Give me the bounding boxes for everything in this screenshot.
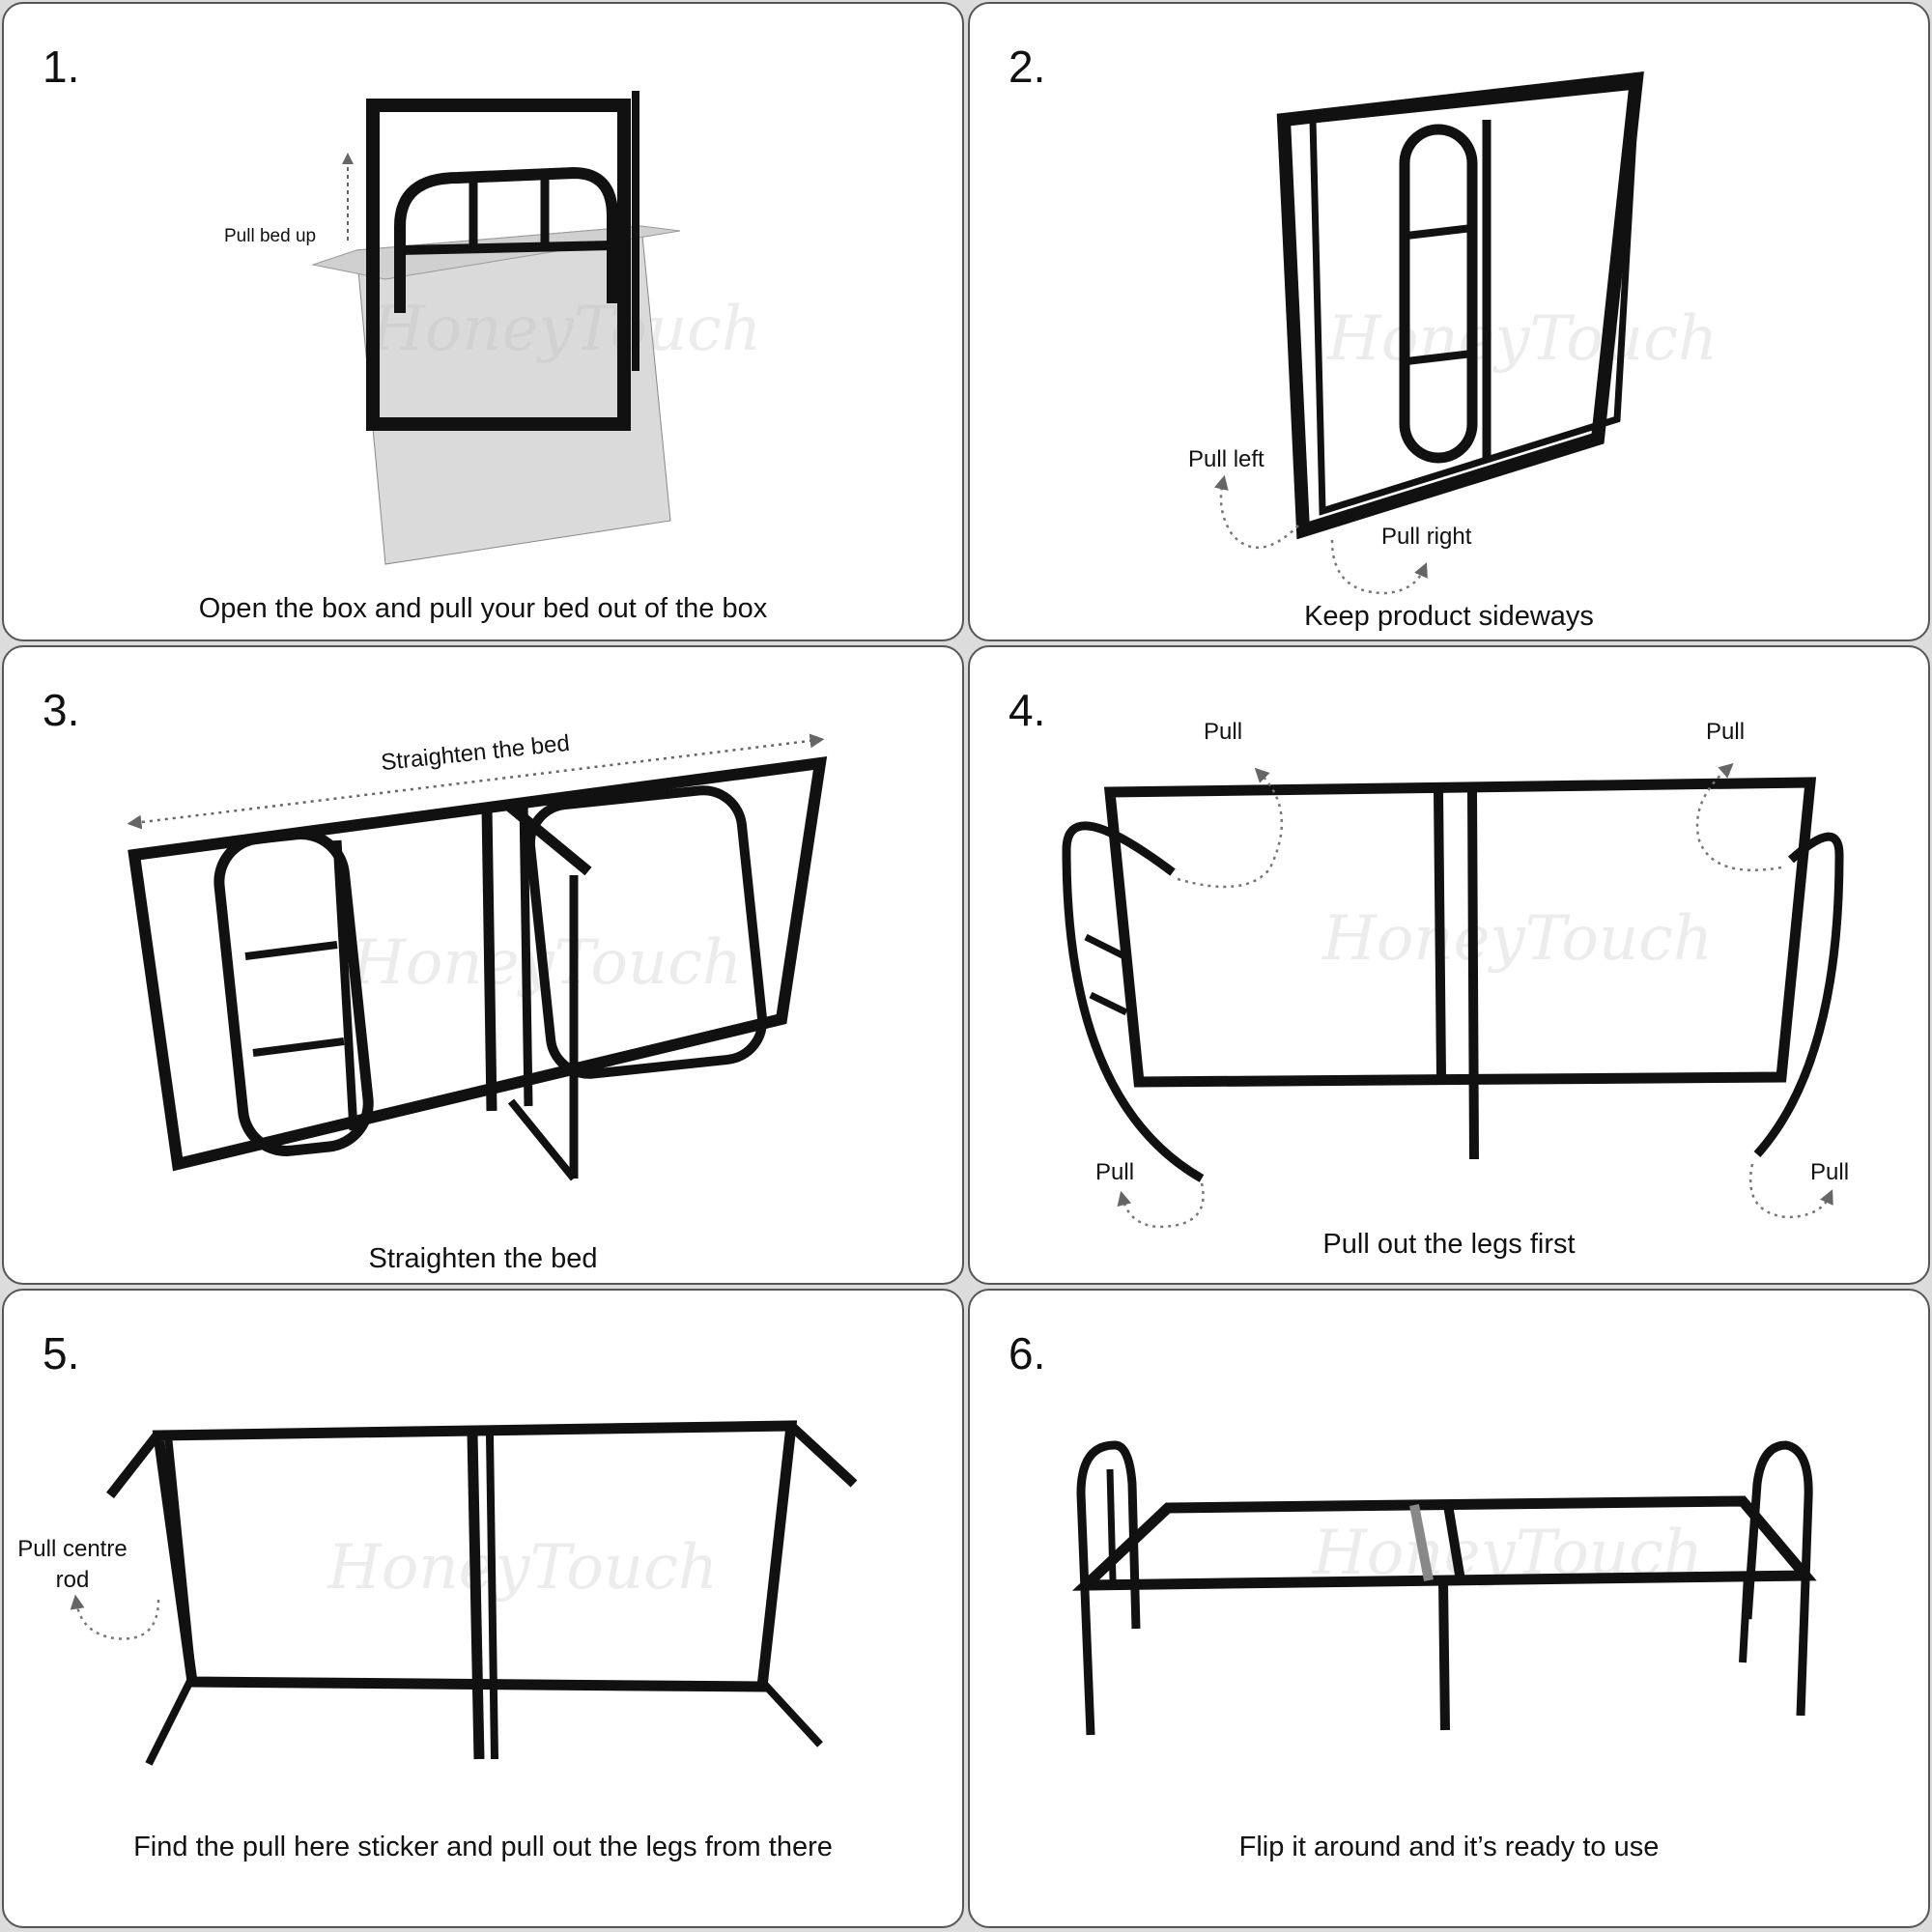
step-3-panel: 3. HoneyTouch Straighten the bed Straigh… xyxy=(2,645,964,1285)
bed-straighten-illustration xyxy=(127,733,828,1181)
bed-centre-rod-illustration xyxy=(70,1420,858,1766)
step-number: 1. xyxy=(43,42,80,92)
step-5-panel: 5. HoneyTouch Pull centre rod Find the p… xyxy=(2,1289,964,1928)
watermark: HoneyTouch xyxy=(1322,903,1714,975)
bed-sideways-illustration xyxy=(1213,71,1644,595)
step-caption: Keep product sideways xyxy=(1304,601,1594,632)
step-caption: Find the pull here sticker and pull out … xyxy=(133,1832,833,1862)
bed-ready-illustration xyxy=(1071,1440,1817,1736)
pull-label-bottom-right: Pull xyxy=(1810,1159,1850,1185)
step-caption: Straighten the bed xyxy=(368,1243,598,1274)
step-caption: Flip it around and it’s ready to use xyxy=(1238,1832,1660,1862)
step-6-panel: 6. HoneyTouch Flip it around and it’s re… xyxy=(968,1289,1930,1928)
pull-left-label: Pull left xyxy=(1188,446,1264,472)
step-number: 5. xyxy=(43,1328,80,1378)
pull-centre-label-line1: Pull centre xyxy=(17,1536,128,1562)
watermark: HoneyTouch xyxy=(1327,303,1719,375)
pull-bed-up-label: Pull bed up xyxy=(224,226,317,246)
step-number: 3. xyxy=(43,685,80,735)
step-2-panel: 2. HoneyTouch Pull left Pull right Keep … xyxy=(968,2,1930,641)
step-caption: Pull out the legs first xyxy=(1322,1229,1576,1260)
bed-legs-illustration xyxy=(1062,763,1844,1229)
step-4-panel: 4. HoneyTouch Pull Pull Pull Pull Pull o… xyxy=(968,645,1930,1285)
pull-centre-label-line2: rod xyxy=(55,1567,90,1593)
pull-right-label: Pull right xyxy=(1381,524,1472,550)
step-number: 2. xyxy=(1009,42,1046,92)
step-number: 6. xyxy=(1009,1328,1046,1378)
step-1-panel: 1. HoneyTouch Pull bed up Open the box a… xyxy=(2,2,964,641)
pull-label-top-left: Pull xyxy=(1204,719,1243,745)
bed-in-box-illustration xyxy=(311,91,681,565)
pull-centre-rod-label: Pull centre rod xyxy=(10,1534,135,1596)
pull-label-top-right: Pull xyxy=(1706,719,1746,745)
watermark: HoneyTouch xyxy=(327,1532,719,1604)
step-caption: Open the box and pull your bed out of th… xyxy=(198,593,768,624)
pull-label-bottom-left: Pull xyxy=(1095,1159,1135,1185)
step-number: 4. xyxy=(1009,685,1046,735)
